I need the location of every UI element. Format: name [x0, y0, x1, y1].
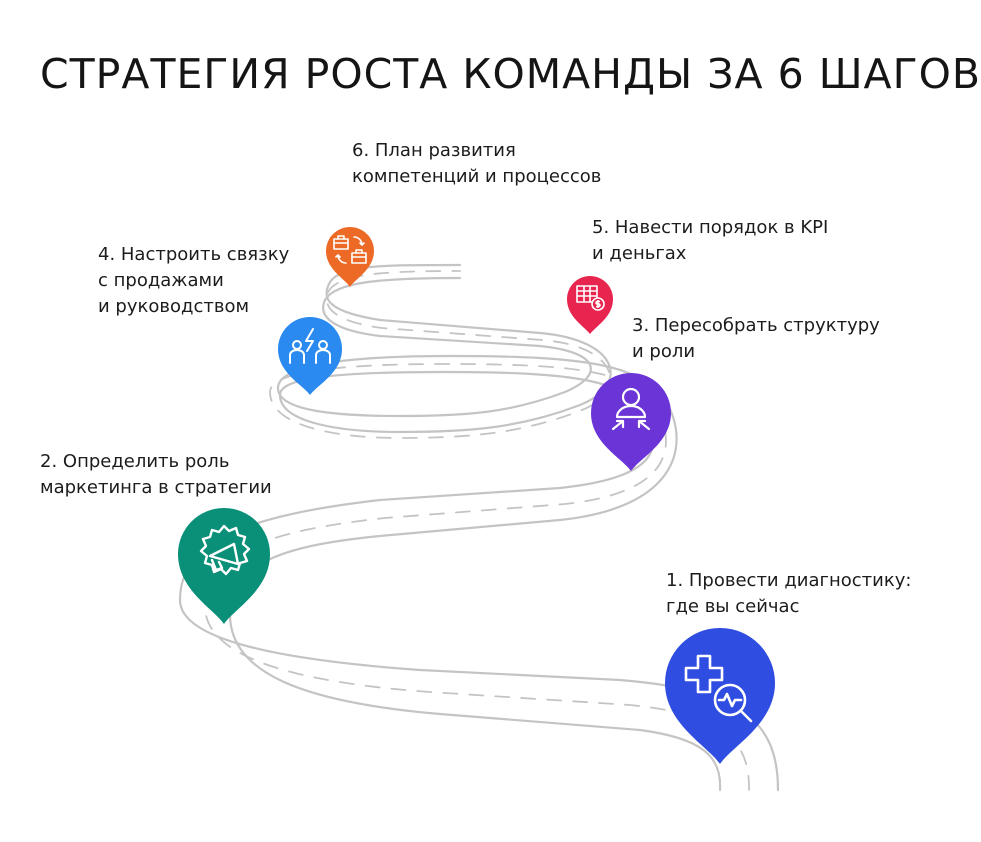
step-3-label-line-2: и роли: [632, 341, 696, 362]
step-3-pin: [591, 373, 671, 471]
step-1-label-line-1: 1. Провести диагностику:: [666, 570, 912, 591]
medical-cross-magnifier-icon: [684, 654, 753, 723]
person-arrows-icon: [611, 387, 651, 431]
step-5-label: 5. Навести порядок в KPI и деньгах: [592, 215, 828, 267]
step-4-label-line-3: и руководством: [98, 296, 250, 317]
step-6-label-line-2: компетенций и процессов: [352, 166, 602, 187]
step-5-pin: [567, 276, 613, 334]
step-6-pin: [326, 227, 374, 287]
step-2-label: 2. Определить роль маркетинга в стратеги…: [40, 449, 272, 501]
road-center-dashes: [204, 270, 750, 791]
step-2-label-line-2: маркетинга в стратегии: [40, 477, 272, 498]
step-1-pin: [665, 628, 775, 764]
step-4-pin: [278, 317, 342, 395]
step-4-label-line-2: с продажами: [98, 270, 224, 291]
two-people-lightning-icon: [289, 328, 331, 364]
table-dollar-icon: [576, 285, 605, 311]
megaphone-icon: [199, 524, 251, 576]
step-4-label-line-1: 4. Настроить связку: [98, 244, 290, 265]
step-3-label: 3. Пересобрать структуру и роли: [632, 313, 880, 365]
briefcase-swap-icon: [333, 235, 367, 264]
step-1-label: 1. Провести диагностику: где вы сейчас: [666, 568, 911, 620]
step-4-label: 4. Настроить связку с продажами и руково…: [98, 242, 289, 320]
step-2-pin: [178, 508, 270, 624]
step-1-label-line-2: где вы сейчас: [666, 596, 800, 617]
step-5-label-line-1: 5. Навести порядок в KPI: [592, 217, 829, 238]
winding-road: [178, 263, 780, 792]
step-5-label-line-2: и деньгах: [592, 243, 687, 264]
step-6-label: 6. План развития компетенций и процессов: [352, 138, 601, 190]
step-2-label-line-1: 2. Определить роль: [40, 451, 230, 472]
page-title: СТРАТЕГИЯ РОСТА КОМАНДЫ ЗА 6 ШАГОВ: [40, 50, 981, 98]
step-6-label-line-1: 6. План развития: [352, 140, 516, 161]
step-3-label-line-1: 3. Пересобрать структуру: [632, 315, 880, 336]
road-edge-outer: [178, 263, 780, 792]
